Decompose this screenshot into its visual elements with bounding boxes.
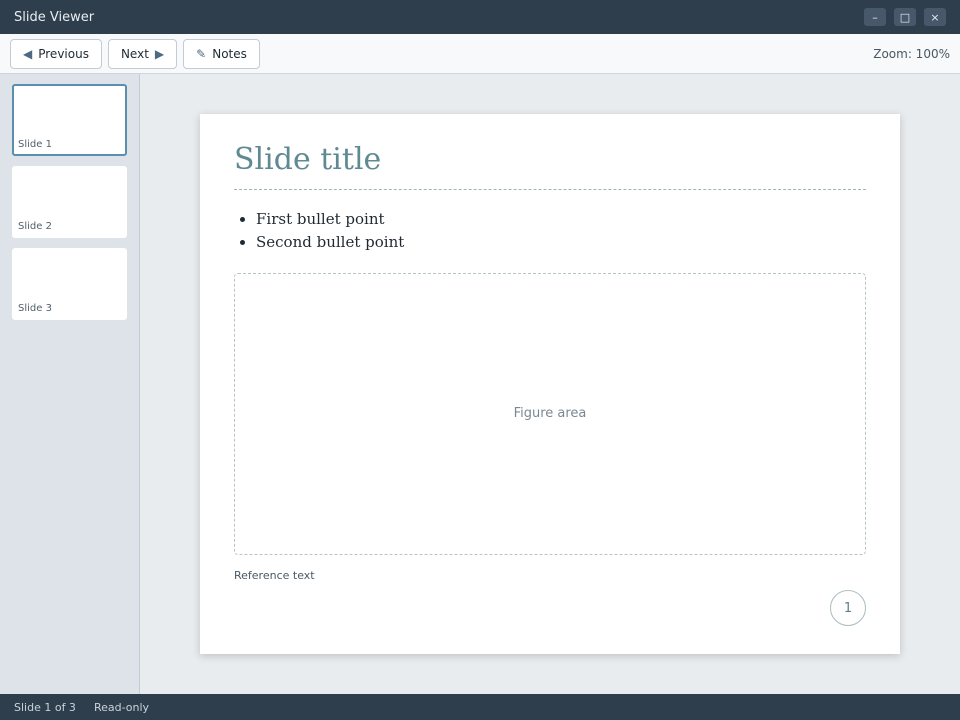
thumbnail-label: Slide 3: [18, 303, 52, 314]
thumbnail-label: Slide 2: [18, 221, 52, 232]
status-bar: Slide 1 of 3 Read-only: [0, 694, 960, 720]
slide-footnote: Reference text: [234, 569, 315, 582]
previous-button[interactable]: ◀ Previous: [10, 38, 102, 69]
workspace: Slide 1 Slide 2 Slide 3 Slide title Firs…: [0, 74, 960, 694]
slide-title: Slide title: [234, 142, 866, 190]
figure-placeholder: Figure area: [234, 272, 866, 555]
bullet-list: First bullet point Second bullet point: [234, 208, 866, 255]
bullet-item: First bullet point: [256, 208, 866, 231]
thumbnail-label: Slide 1: [18, 139, 52, 150]
notes-label: Notes: [212, 46, 247, 61]
slide-position: Slide 1 of 3: [14, 700, 76, 714]
zoom-readout[interactable]: Zoom: 100%: [873, 46, 950, 61]
chevron-left-icon: ◀: [23, 46, 33, 61]
window-title: Slide Viewer: [14, 9, 95, 25]
bullet-item: Second bullet point: [256, 231, 866, 254]
slide-canvas: Slide title First bullet point Second bu…: [200, 114, 900, 654]
notes-button[interactable]: ✎ Notes: [183, 38, 260, 69]
slide-thumbnail[interactable]: Slide 2: [12, 166, 127, 238]
previous-label: Previous: [38, 46, 89, 61]
next-label: Next: [120, 46, 149, 61]
view-mode: Read-only: [93, 700, 150, 714]
window-controls: – □ ×: [864, 8, 946, 26]
figure-caption: Figure area: [513, 406, 587, 422]
toolbar: ◀ Previous Next ▶ ✎ Notes Zoom: 100%: [0, 34, 960, 74]
slide-thumbnail[interactable]: Slide 3: [12, 248, 127, 320]
page-number: 1: [830, 590, 866, 626]
chevron-right-icon: ▶: [154, 46, 165, 61]
note-icon: ✎: [196, 46, 207, 61]
minimize-icon[interactable]: –: [864, 8, 886, 26]
slide-thumbnail[interactable]: Slide 1: [12, 84, 127, 156]
next-button[interactable]: Next ▶: [107, 38, 178, 69]
maximize-icon[interactable]: □: [894, 8, 916, 26]
title-bar: Slide Viewer – □ ×: [0, 0, 960, 34]
slide-stage: Slide title First bullet point Second bu…: [140, 74, 960, 694]
thumbnail-panel: Slide 1 Slide 2 Slide 3: [0, 74, 140, 694]
close-icon[interactable]: ×: [924, 8, 946, 26]
